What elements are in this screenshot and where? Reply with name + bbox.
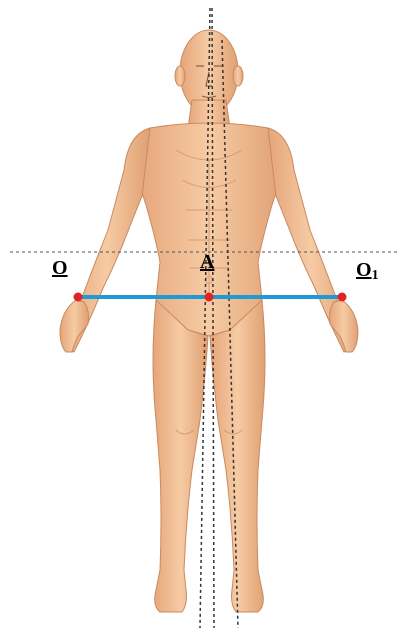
point-a-marker: [205, 293, 214, 302]
label-point-o1: O1: [356, 260, 379, 283]
point-o1-marker: [338, 293, 347, 302]
label-point-o1-main: O: [356, 259, 372, 281]
label-point-o1-subscript: 1: [372, 268, 379, 283]
label-point-o: O: [52, 258, 68, 278]
label-point-a: A: [200, 252, 214, 272]
right-hand: [330, 300, 359, 352]
left-hand: [60, 300, 89, 352]
point-o-marker: [74, 293, 83, 302]
left-leg: [153, 300, 208, 612]
human-figure: [60, 30, 358, 612]
right-leg: [210, 300, 265, 612]
